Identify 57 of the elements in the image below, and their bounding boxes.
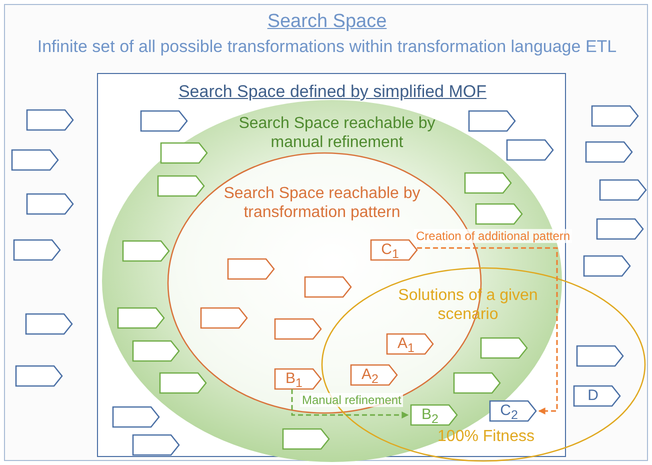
pentagon-tag: [227, 258, 275, 280]
pentagon-tag: [200, 307, 248, 329]
edge-label: Manual refinement: [300, 393, 404, 408]
pentagon-tag: [591, 105, 639, 127]
tag-label: B$_{2}$: [420, 406, 440, 427]
region-label: Search Space reachable by manual refinement: [238, 114, 436, 152]
pentagon-tag: [475, 203, 523, 225]
arrow: [417, 247, 558, 414]
pentagon-tag: [25, 313, 73, 335]
arrow: [291, 389, 409, 418]
tag-label: B$_{1}$: [284, 370, 304, 391]
pentagon-tag: [464, 172, 512, 194]
title: Search Space: [266, 11, 388, 34]
pentagon-tag: [160, 142, 208, 164]
pentagon-tag: [11, 149, 59, 171]
pentagon-tag: [13, 239, 61, 261]
tag-label: C$_{1}$: [380, 241, 400, 262]
pentagon-tag: [583, 255, 631, 277]
pentagon-tag: [274, 318, 322, 340]
pentagon-tag: [26, 109, 74, 131]
pentagon-tag: [26, 193, 74, 215]
subtitle: Infinite set of all possible transformations within transformation language ETL: [36, 37, 618, 58]
pentagon-tag: [117, 307, 165, 329]
pentagon-tag: [489, 400, 537, 422]
tag-label: D: [586, 387, 600, 405]
tag-label: A$_{2}$: [360, 366, 380, 387]
pentagon-tag: [480, 337, 528, 359]
pentagon-tag: [576, 345, 624, 367]
region-title: Search Space defined by simplified MOF: [177, 82, 488, 102]
pentagon-tag: [573, 385, 621, 407]
pentagon-tag: [122, 240, 170, 262]
pentagon-tag: [15, 365, 63, 387]
pentagon-tag: [370, 239, 418, 261]
fitness-label: 100% Fitness: [436, 427, 536, 446]
search-space-frame: [4, 4, 648, 461]
pentagon-tag: [599, 179, 647, 201]
pentagon-tag: [304, 276, 352, 298]
pentagon-tag: [386, 333, 434, 355]
pentagon-tag: [274, 368, 322, 390]
pentagon-tag: [282, 428, 330, 450]
pentagon-tag: [506, 139, 554, 161]
pentagon-tag: [468, 110, 516, 132]
pentagon-tag: [453, 372, 501, 394]
pentagon-tag: [350, 364, 398, 386]
tag-label: A$_{1}$: [396, 335, 416, 356]
pentagon-tag: [112, 406, 160, 428]
pentagon-tag: [132, 340, 180, 362]
pentagon-tag: [410, 404, 458, 426]
tag-label: C$_{2}$: [499, 402, 519, 423]
pentagon-tag: [132, 434, 180, 456]
pentagon-tag: [157, 175, 205, 197]
edge-label: Creation of additional pattern: [414, 229, 572, 244]
pentagon-tag: [596, 218, 644, 240]
region-label: Search Space reachable by transformation pattern: [222, 184, 422, 222]
pentagon-tag: [140, 110, 188, 132]
pentagon-tag: [159, 372, 207, 394]
pentagon-tag: [585, 141, 633, 163]
